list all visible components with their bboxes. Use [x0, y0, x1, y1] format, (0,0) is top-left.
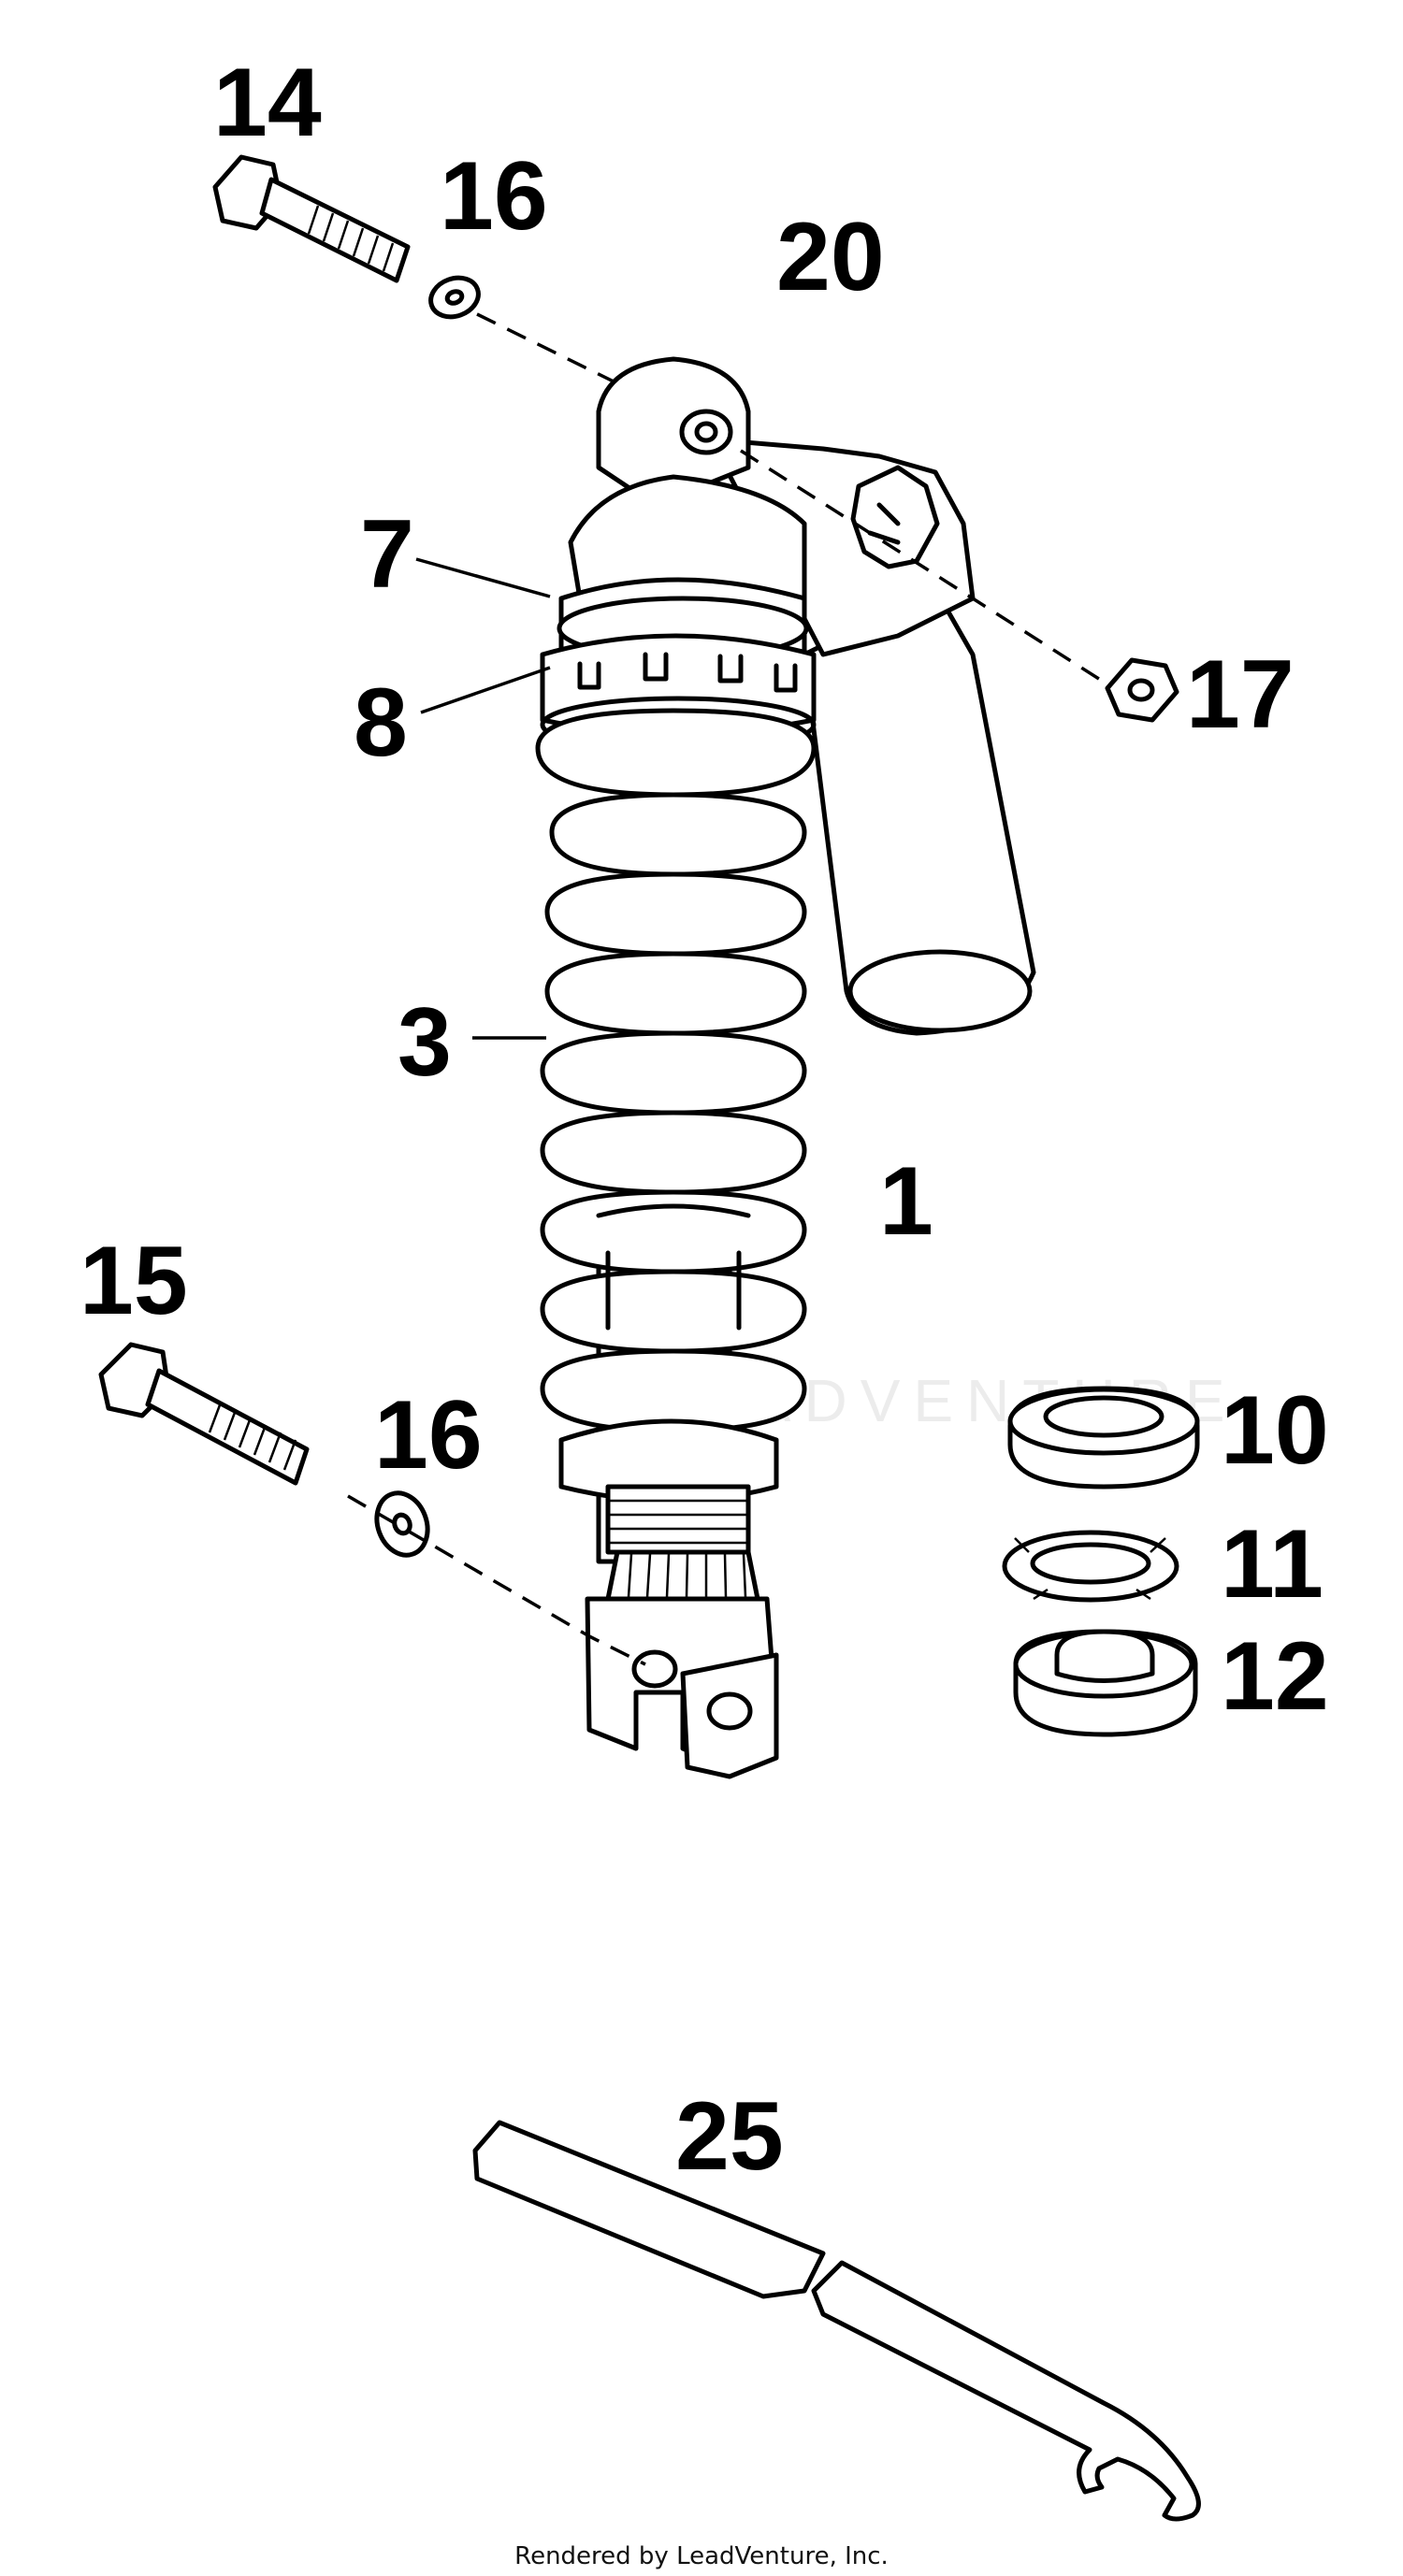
callout-16-bottom: 16	[374, 1381, 483, 1489]
spacer-ring-10	[1007, 1386, 1200, 1489]
callout-8: 8	[354, 669, 408, 777]
washer-16-bottom	[374, 1490, 430, 1558]
spanner-wrench-25	[472, 2120, 1201, 2522]
callout-11: 11	[1221, 1510, 1323, 1619]
callout-16-top: 16	[440, 142, 548, 251]
spacer-ring-12	[1013, 1629, 1198, 1737]
callout-7: 7	[360, 500, 414, 609]
callout-25: 25	[675, 2082, 784, 2191]
callout-12: 12	[1221, 1622, 1329, 1731]
leader-8	[420, 666, 551, 714]
callout-1: 1	[879, 1147, 933, 1256]
callout-20: 20	[776, 203, 885, 311]
spacer-ring-11	[1002, 1530, 1179, 1603]
dash-line-top-axis	[740, 449, 1103, 683]
washer-16-top	[428, 275, 481, 320]
bolt-14	[212, 154, 411, 283]
callout-3: 3	[398, 988, 452, 1097]
dash-line-bottom-bolt	[347, 1494, 646, 1666]
callout-10: 10	[1221, 1376, 1329, 1485]
shock-absorber-1	[535, 356, 1036, 1779]
dash-line-top-bolt	[476, 312, 618, 385]
bolt-15	[98, 1342, 310, 1486]
callout-14: 14	[213, 49, 322, 157]
credit-text: Rendered by LeadVenture, Inc.	[514, 2542, 889, 2570]
callout-17: 17	[1186, 640, 1295, 749]
leader-7	[415, 557, 551, 598]
callout-15: 15	[80, 1227, 188, 1335]
nut-17	[1105, 657, 1179, 723]
